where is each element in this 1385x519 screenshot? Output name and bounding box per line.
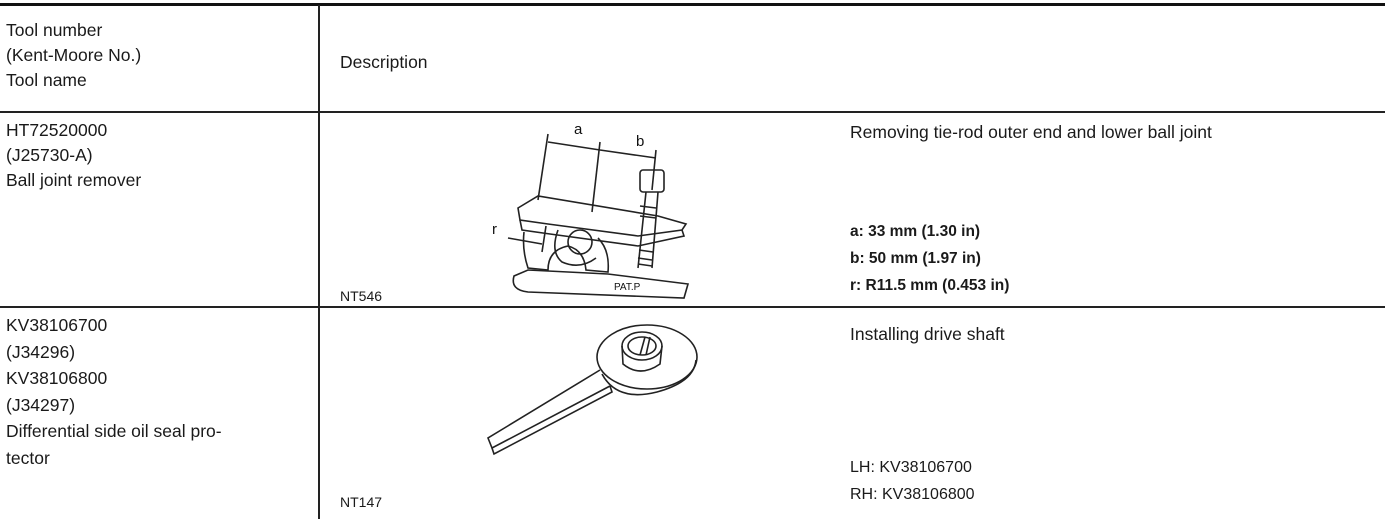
figure-code: NT546 xyxy=(340,288,383,304)
header-line: (Kent-Moore No.) xyxy=(6,45,142,65)
spec-line: r: R11.5 mm (0.453 in) xyxy=(850,277,1010,294)
dimension-specs: a: 33 mm (1.30 in) b: 50 mm (1.97 in) r:… xyxy=(850,218,1009,299)
purpose-text: Removing tie-rod outer end and lower bal… xyxy=(850,122,1212,142)
purpose-text: Installing drive shaft xyxy=(850,324,1005,344)
row-divider xyxy=(0,306,1385,308)
dimension-b-line xyxy=(599,149,657,159)
figure-code: NT147 xyxy=(340,494,383,510)
tool-cell: KV38106700 (J34296) KV38106800 (J34297) … xyxy=(6,312,222,471)
stamp-label: PAT.P xyxy=(614,282,641,293)
kent-moore-number: (J25730-A) xyxy=(6,145,93,165)
tool-name: tector xyxy=(6,447,50,468)
tool-number: HT72520000 xyxy=(6,120,108,140)
table-top-rule xyxy=(0,3,1385,6)
spec-line: LH: KV38106700 xyxy=(850,459,972,476)
dimension-r-line xyxy=(507,237,543,245)
dimension-a-line xyxy=(547,141,601,151)
tool-column-header: Tool number (Kent-Moore No.) Tool name xyxy=(6,18,141,93)
spec-line: RH: KV38106800 xyxy=(850,486,975,503)
tool-name: Ball joint remover xyxy=(6,170,142,190)
tool-number: KV38106800 xyxy=(6,368,108,388)
label-r: r xyxy=(492,221,497,238)
oil-seal-protector-illustration xyxy=(487,324,698,456)
column-divider xyxy=(318,5,320,519)
spec-line: a: 33 mm (1.30 in) xyxy=(850,223,981,240)
spec-line: b: 50 mm (1.97 in) xyxy=(850,250,981,267)
tool-number: KV38106700 xyxy=(6,315,108,335)
header-line: Tool number xyxy=(6,20,103,40)
description-column-header: Description xyxy=(340,52,428,72)
header-divider xyxy=(0,111,1385,113)
part-number-specs: LH: KV38106700 RH: KV38106800 xyxy=(850,454,975,508)
label-b: b xyxy=(636,133,644,150)
kent-moore-number: (J34297) xyxy=(6,394,76,415)
ball-joint-remover-illustration: a b r PAT.P xyxy=(492,121,690,299)
label-a: a xyxy=(574,121,583,138)
tool-cell: HT72520000 (J25730-A) Ball joint remover xyxy=(6,118,141,193)
header-line: Tool name xyxy=(6,70,87,90)
tool-name: Differential side oil seal pro- xyxy=(6,421,222,441)
kent-moore-number: (J34296) xyxy=(6,341,76,362)
